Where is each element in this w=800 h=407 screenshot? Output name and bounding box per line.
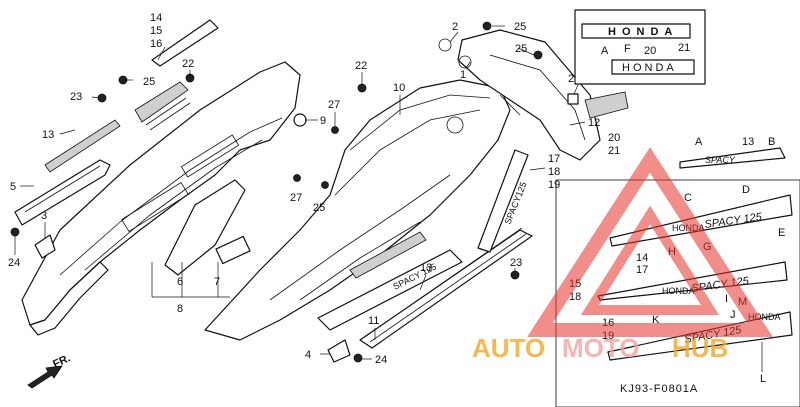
honda-emblem-box: HONDA A F 20 21 HONDA: [574, 9, 706, 85]
callout-27: 27: [328, 99, 340, 111]
watermark-triangle-outer: [527, 147, 773, 337]
callout-25: 25: [515, 43, 527, 55]
watermark-word-hub: HUB: [672, 333, 728, 363]
detail-label-17: 17: [636, 264, 648, 276]
callout-25: 25: [143, 76, 155, 88]
callout-6: 6: [177, 276, 183, 288]
watermark-text: AUTO MOTO HUB: [472, 333, 728, 363]
callout-22: 22: [355, 60, 367, 72]
callout-7: 7: [214, 276, 220, 288]
side-decal-17: [477, 149, 529, 253]
callout-A: A: [601, 45, 609, 57]
watermark-word-auto: AUTO: [472, 333, 545, 363]
callout-25: 25: [514, 21, 526, 33]
emblem-strip-text: SPACY: [705, 155, 736, 165]
callout-22: 22: [182, 58, 194, 70]
callout-27: 27: [290, 192, 302, 204]
detail-label-L: L: [760, 373, 766, 385]
callout-15: 15: [150, 25, 162, 37]
callout-14: 14: [150, 12, 162, 24]
clip-26: [567, 93, 579, 105]
front-direction-label: FR.: [51, 352, 72, 370]
callout-13: 13: [42, 129, 54, 141]
callout-19: 19: [548, 179, 560, 191]
inner-panel-6: [164, 179, 246, 276]
detail-label-13: 13: [742, 136, 754, 148]
callout-9: 9: [320, 115, 326, 127]
callout-1: 1: [460, 69, 466, 81]
callout-F: F: [624, 43, 631, 55]
callout-17: 17: [548, 153, 560, 165]
callout-5: 5: [10, 181, 16, 193]
decal-detail-box: A 13 B SPACY C D E HONDA SPACY 125 14 17…: [555, 136, 800, 407]
tail-cover: [438, 29, 601, 161]
detail-label-J: J: [730, 309, 736, 321]
callout-21: 21: [608, 145, 620, 157]
callout-13: 13: [420, 262, 432, 274]
callout-10: 10: [393, 82, 405, 94]
inner-panel-7: [215, 235, 251, 265]
watermark-word-moto: MOTO: [562, 333, 640, 363]
bracket-3: [34, 234, 56, 259]
front-direction-arrow: FR.: [27, 352, 72, 389]
callout-25: 25: [313, 202, 325, 214]
detail-label-14: 14: [636, 252, 648, 264]
center-body-cover: [204, 79, 511, 341]
callout-numbers: 14 15 16 25 22 23 13 5 3 24 6 7 8 2 25 2…: [8, 12, 620, 366]
callout-4: 4: [305, 349, 311, 361]
side-emblem-plate: [317, 249, 463, 331]
honda-outline-text: HONDA: [622, 62, 677, 74]
detail-label-I: I: [725, 293, 728, 305]
bracket-4: [327, 339, 351, 363]
detail-label-C: C: [684, 192, 692, 204]
watermark-logo: [527, 147, 773, 337]
lower-trim-strip-lines: [365, 227, 527, 343]
callout-23: 23: [510, 257, 522, 269]
trim-20-21: [584, 91, 629, 119]
detail-honda-3: HONDA: [748, 312, 781, 322]
callout-2: 2: [452, 21, 458, 33]
honda-box-text: HONDA: [608, 26, 678, 38]
detail-label-A: A: [695, 136, 703, 148]
side-stripe-14: [151, 19, 219, 67]
detail-label-K: K: [652, 314, 660, 326]
callout-24: 24: [375, 354, 387, 366]
left-side-cover: [14, 61, 301, 336]
detail-label-D: D: [742, 184, 750, 196]
watermark-triangle-inner: [580, 205, 720, 315]
diagram-code: KJ93-F0801A: [620, 383, 698, 395]
callout-20: 20: [644, 45, 656, 57]
callout-18: 18: [548, 166, 560, 178]
detail-label-E: E: [778, 227, 785, 239]
callout-12: 12: [588, 117, 600, 129]
callout-16: 16: [150, 38, 162, 50]
screw-set: [10, 21, 543, 363]
detail-honda-2: HONDA: [662, 286, 695, 296]
callout-11: 11: [368, 315, 379, 327]
callout-21: 21: [678, 42, 690, 54]
callout-23: 23: [70, 91, 82, 103]
detail-label-18: 18: [569, 291, 581, 303]
callout-24: 24: [8, 257, 20, 269]
callout-8: 8: [177, 303, 183, 315]
callout-20: 20: [608, 132, 620, 144]
detail-label-B: B: [768, 136, 775, 148]
callout-3: 3: [41, 210, 47, 222]
